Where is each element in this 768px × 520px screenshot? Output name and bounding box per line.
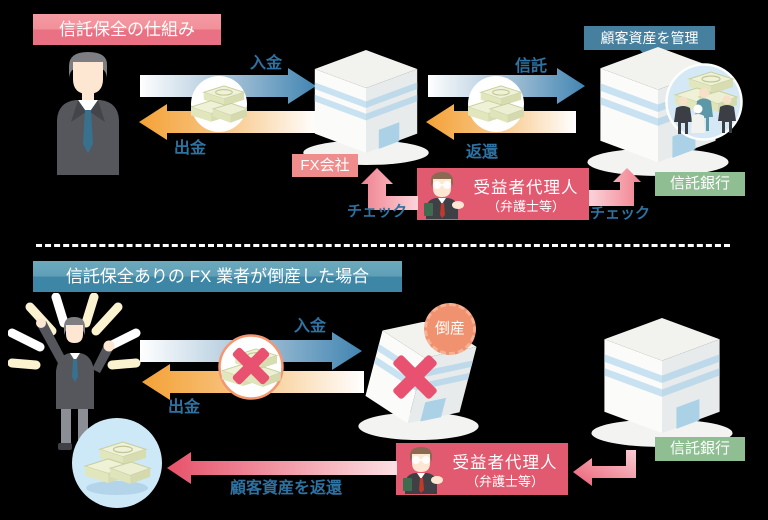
agent-sub: （弁護士等） bbox=[486, 199, 565, 214]
deposit-label: 入金 bbox=[250, 55, 283, 72]
money-icon bbox=[191, 76, 247, 132]
agent-name: 受益者代理人 bbox=[452, 454, 558, 472]
lawyer-icon bbox=[403, 447, 443, 494]
agent-name: 受益者代理人 bbox=[473, 179, 579, 197]
rays-icon bbox=[8, 293, 141, 370]
customer-businessman-icon bbox=[57, 52, 119, 175]
beneficiary-agent-box: 受益者代理人 （弁護士等） bbox=[396, 443, 568, 495]
trust-bank-building-icon bbox=[591, 318, 733, 447]
withdraw-label: 出金 bbox=[168, 399, 201, 416]
agent-sub: （弁護士等） bbox=[465, 474, 544, 489]
money-icon bbox=[468, 76, 524, 132]
bankrupt-building-icon bbox=[358, 322, 481, 440]
trust-bank-building-icon bbox=[587, 47, 729, 176]
beneficiary-agent-box: 受益者代理人 （弁護士等） bbox=[417, 168, 589, 220]
trust-bank-tag: 信託銀行 bbox=[655, 437, 745, 461]
section1-title: 信託保全の仕組み bbox=[33, 14, 221, 45]
deposit-label: 入金 bbox=[294, 318, 327, 335]
happy-customer-icon bbox=[8, 293, 141, 450]
check-arrow-left bbox=[361, 168, 418, 210]
withdraw-label: 出金 bbox=[174, 140, 207, 157]
fx-company-building-icon bbox=[303, 50, 429, 166]
lawyer-icon bbox=[424, 172, 464, 219]
bank-to-agent-arrow bbox=[573, 450, 636, 486]
return-label: 返還 bbox=[466, 144, 499, 161]
section-divider bbox=[36, 244, 730, 247]
return-assets-label: 顧客資産を返還 bbox=[230, 480, 343, 497]
trust-label: 信託 bbox=[515, 58, 548, 75]
cross-icon bbox=[232, 347, 270, 385]
return-assets-arrow bbox=[167, 452, 397, 484]
check-right-label: チェック bbox=[590, 205, 651, 222]
fx-company-tag: FX会社 bbox=[292, 154, 358, 177]
manage-assets-callout: 顧客資産を管理 bbox=[584, 26, 715, 58]
trust-bank-tag: 信託銀行 bbox=[655, 172, 745, 196]
bankruptcy-badge: 倒産 bbox=[424, 303, 476, 355]
managed-assets-people-icon bbox=[665, 63, 743, 141]
check-left-label: チェック bbox=[347, 203, 408, 220]
building-cross-icon bbox=[393, 355, 437, 399]
blocked-money-icon bbox=[218, 334, 284, 400]
section2-title: 信託保全ありの FX 業者が倒産した場合 bbox=[33, 261, 402, 292]
returned-money-icon bbox=[72, 418, 162, 508]
check-arrow-right bbox=[589, 168, 641, 206]
